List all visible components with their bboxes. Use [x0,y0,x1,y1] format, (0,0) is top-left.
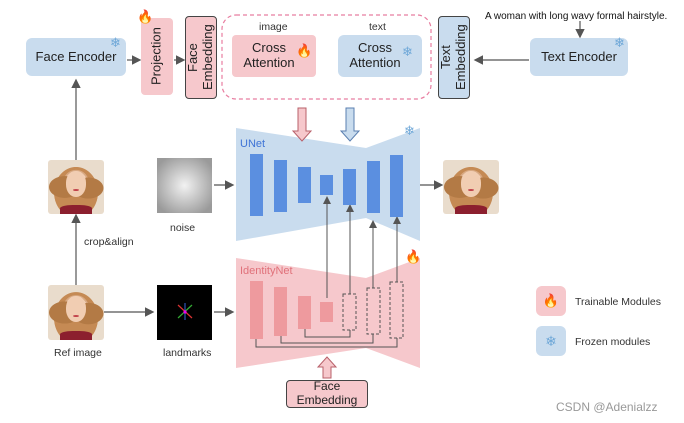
identitynet-block-3 [298,296,311,329]
fire-icon: 🔥 [405,249,422,264]
identitynet-block-6 [366,287,381,335]
caption-text: A woman with long wavy formal hairstyle. [485,11,668,22]
noise-label: noise [170,222,196,234]
fire-icon: 🔥 [137,9,154,24]
unet-block-2 [274,160,287,212]
legend-frozen-swatch: ❄ [536,326,566,356]
legend-frozen-label: Frozen modules [575,336,651,348]
fire-icon: 🔥 [296,43,313,58]
landmarks-label: landmarks [163,347,212,359]
fire-icon: 🔥 [542,292,560,308]
cross-attention-text-label: Cross Attention [349,40,401,70]
snowflake-icon: ❄ [402,44,413,59]
identitynet-block-2 [274,287,287,336]
unet-block-3 [298,167,311,203]
unet-label: UNet [240,138,266,150]
snowflake-icon: ❄ [404,123,415,138]
face-encoder-block: Face Encoder [26,38,126,76]
cropped-face-image [48,160,104,214]
face-embedding-top-block: Face Embedding [185,16,217,99]
unet-block-5 [343,169,356,205]
face-embedding-top-label: Face Embedding [185,24,215,91]
unet-block-1 [250,154,263,216]
unet-block-7 [390,155,403,217]
ref-image [48,285,104,340]
snowflake-icon: ❄ [110,35,121,50]
crop-align-label: crop&align [84,236,134,248]
projection-label: Projection [148,27,164,86]
identitynet-block-7 [389,281,404,339]
cross-attention-text-block: Cross Attention [338,35,422,77]
face-embedding-bottom-block: Face Embedding [286,379,368,408]
identitynet-block-5 [342,293,357,331]
unet-block-6 [367,161,380,213]
face-encoder-label: Face Encoder [35,48,117,64]
text-encoder-label: Text Encoder [541,48,617,64]
identitynet-block-4 [320,302,333,322]
text-encoder-block: Text Encoder [530,38,628,76]
identitynet-label: IdentityNet [240,265,293,277]
snowflake-icon: ❄ [614,35,625,50]
watermark: CSDN @Adenialzz [556,400,658,414]
cross-attention-group [221,14,432,100]
cross-attention-image-block: Cross Attention [232,35,316,77]
image-label: image [259,21,288,33]
ref-image-label: Ref image [54,347,102,359]
cross-attention-image-label: Cross Attention [243,40,295,70]
output-face-image [443,160,499,214]
text-embedding-block: Text Embedding [438,16,470,99]
text-label: text [369,21,386,33]
legend-trainable-label: Trainable Modules [575,296,661,308]
unet-block-4 [320,175,333,195]
legend-trainable-swatch: 🔥 [536,286,566,316]
snowflake-icon: ❄ [545,332,557,349]
projection-block: Projection [141,18,173,95]
text-embedding-label: Text Embedding [438,24,468,91]
noise-image [157,158,212,213]
identitynet-block-1 [250,281,263,339]
face-embedding-bottom-label: Face Embedding [296,379,358,407]
